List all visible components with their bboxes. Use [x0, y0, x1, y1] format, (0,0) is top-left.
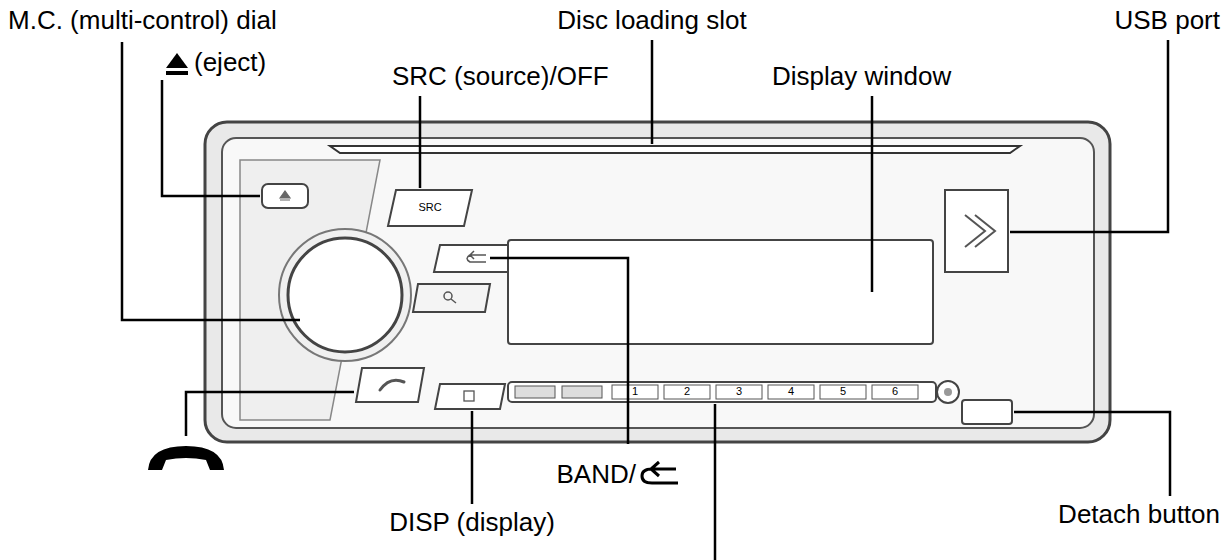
- search-button: [413, 284, 490, 312]
- mc-dial: [288, 238, 402, 352]
- label-holder: Detach button: [1058, 500, 1220, 530]
- leader-line: [1014, 412, 1170, 496]
- eject-symbol: [166, 71, 188, 75]
- preset-strip: [508, 382, 936, 402]
- leader-line: [490, 258, 628, 444]
- detach-button: [962, 400, 1012, 424]
- aux-jack: [937, 381, 959, 403]
- disp-button: [435, 384, 505, 409]
- preset-button: [664, 385, 710, 399]
- leader-lines: [122, 40, 1170, 560]
- leader-line: [419, 96, 422, 188]
- eject-button: [262, 184, 308, 208]
- preset-button: [716, 385, 762, 399]
- label-holder: M.C. (multi-control) dial: [8, 6, 277, 36]
- callout-label: Detach button: [1058, 500, 1220, 530]
- leader-line: [471, 411, 474, 504]
- leader-line: [714, 404, 717, 560]
- leader-line: [871, 96, 874, 292]
- aux-jack: [944, 388, 952, 396]
- phone-mark: [380, 380, 404, 390]
- callout-label: (eject): [194, 48, 266, 78]
- callout-label: DISP (display): [389, 508, 555, 538]
- callout-label: BAND/: [557, 460, 636, 490]
- display-window: [508, 240, 933, 344]
- preset-button: [612, 385, 658, 399]
- callout-label: Disc loading slot: [557, 6, 746, 36]
- label-holder: DISP (display): [389, 508, 555, 538]
- callout-label: Display window: [772, 62, 951, 92]
- callout-label: SRC (source)/OFF: [392, 62, 609, 92]
- leader-line: [186, 392, 354, 436]
- dial-ring: [279, 229, 411, 361]
- src-button: [388, 190, 472, 226]
- eject-mark: [280, 191, 290, 200]
- unit-housing: [205, 122, 1110, 442]
- label-holder: 3: [736, 385, 742, 398]
- leader-line: [122, 42, 300, 320]
- leader-line: [651, 40, 654, 144]
- leader-line: [1010, 40, 1168, 232]
- eject-symbol: [166, 53, 188, 68]
- preset-number: 5: [840, 385, 846, 398]
- preset-number: 4: [788, 385, 794, 398]
- return-symbol: [642, 462, 678, 483]
- preset-slots: [612, 385, 918, 399]
- usb-port: [945, 190, 1008, 272]
- phone-button: [356, 368, 424, 402]
- label-holder: 6: [892, 385, 898, 398]
- preset-number: 1: [632, 385, 638, 398]
- callout-label: M.C. (multi-control) dial: [8, 6, 277, 36]
- usb-mark: [965, 215, 995, 247]
- label-holder: Disc loading slot: [557, 6, 746, 36]
- label-holder: 2: [684, 385, 690, 398]
- front-panel: [222, 138, 1094, 428]
- track-button: [562, 386, 602, 398]
- preset-button: [820, 385, 866, 399]
- search-mark: [444, 292, 452, 300]
- return-mark: [467, 251, 486, 262]
- label-holder: BAND/: [557, 460, 636, 490]
- leader-line: [162, 80, 260, 196]
- phone-symbol: [148, 446, 224, 470]
- label-holder: Display window: [772, 62, 951, 92]
- preset-number: 6: [892, 385, 898, 398]
- disc-slot: [330, 146, 1020, 153]
- button-text: SRC: [418, 201, 441, 214]
- track-button: [515, 386, 555, 398]
- preset-button: [872, 385, 918, 399]
- label-holder: 5: [840, 385, 846, 398]
- disp-mark: [464, 391, 474, 401]
- label-holder: SRC: [418, 201, 441, 214]
- label-holder: USB port: [1115, 6, 1221, 36]
- label-holder: (eject): [194, 48, 266, 78]
- callout-label: USB port: [1115, 6, 1221, 36]
- preset-number: 2: [684, 385, 690, 398]
- label-holder: SRC (source)/OFF: [392, 62, 609, 92]
- preset-button: [768, 385, 814, 399]
- label-holder: 1: [632, 385, 638, 398]
- search-mark: [451, 299, 456, 303]
- label-holder: 4: [788, 385, 794, 398]
- preset-number: 3: [736, 385, 742, 398]
